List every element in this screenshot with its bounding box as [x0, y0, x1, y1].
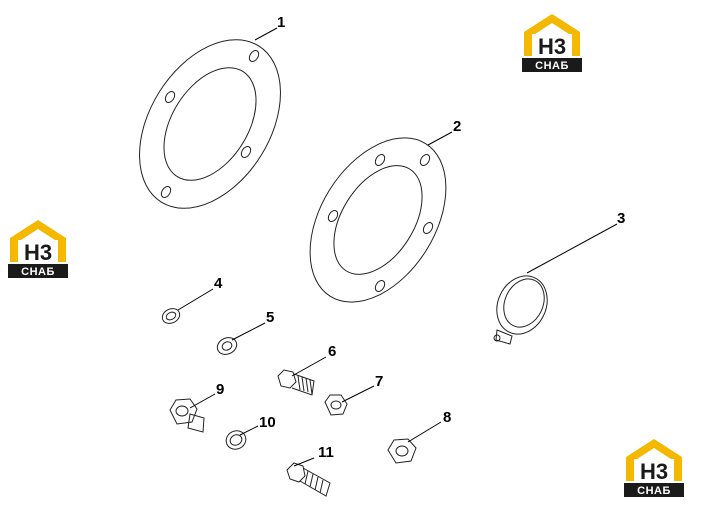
bolt-11-icon: [286, 462, 331, 497]
leader-line-2: [427, 131, 453, 146]
nut-8-icon: [387, 438, 417, 464]
callout-6: 6: [328, 343, 336, 360]
logo-left: H3 СНАБ: [8, 220, 68, 278]
leader-line-11: [293, 457, 315, 467]
leader-line-10: [239, 425, 259, 436]
plug-9-icon: [169, 398, 205, 433]
leader-line-9: [189, 393, 216, 409]
gasket-2-icon: [309, 137, 447, 303]
logo-text: H3: [640, 459, 668, 484]
seal-ring-10-icon: [225, 430, 247, 450]
callout-4: 4: [214, 275, 223, 292]
logo-text: H3: [24, 240, 52, 265]
callout-7: 7: [375, 373, 383, 390]
hose-clamp-3-icon: [493, 275, 548, 345]
logo-text: H3: [538, 34, 566, 59]
logo-subtext: СНАБ: [21, 266, 55, 278]
leader-line-8: [407, 421, 442, 443]
callout-1: 1: [277, 14, 285, 31]
callout-5: 5: [266, 309, 274, 326]
washer-4-icon: [161, 308, 181, 324]
callout-8: 8: [443, 409, 451, 426]
nut-7-icon: [324, 394, 348, 416]
callout-9: 9: [216, 381, 224, 398]
logo-subtext: СНАБ: [535, 60, 569, 72]
callout-2: 2: [453, 118, 461, 135]
callout-11: 11: [318, 444, 334, 461]
leader-line-5: [231, 322, 266, 341]
logo-subtext: СНАБ: [637, 485, 671, 497]
callout-10: 10: [259, 414, 276, 431]
leader-line-3: [526, 223, 618, 274]
washer-5-icon: [216, 337, 238, 355]
gasket-1-icon: [139, 39, 281, 209]
leader-line-4: [177, 288, 214, 311]
callout-3: 3: [617, 210, 625, 227]
logo-bottom-right: H3 СНАБ: [624, 439, 684, 497]
bolt-6-icon: [277, 369, 315, 396]
leader-line-6: [291, 356, 327, 377]
logo-top-right: H3 СНАБ: [522, 14, 582, 72]
leader-line-1: [254, 27, 278, 41]
leader-line-7: [341, 385, 375, 403]
